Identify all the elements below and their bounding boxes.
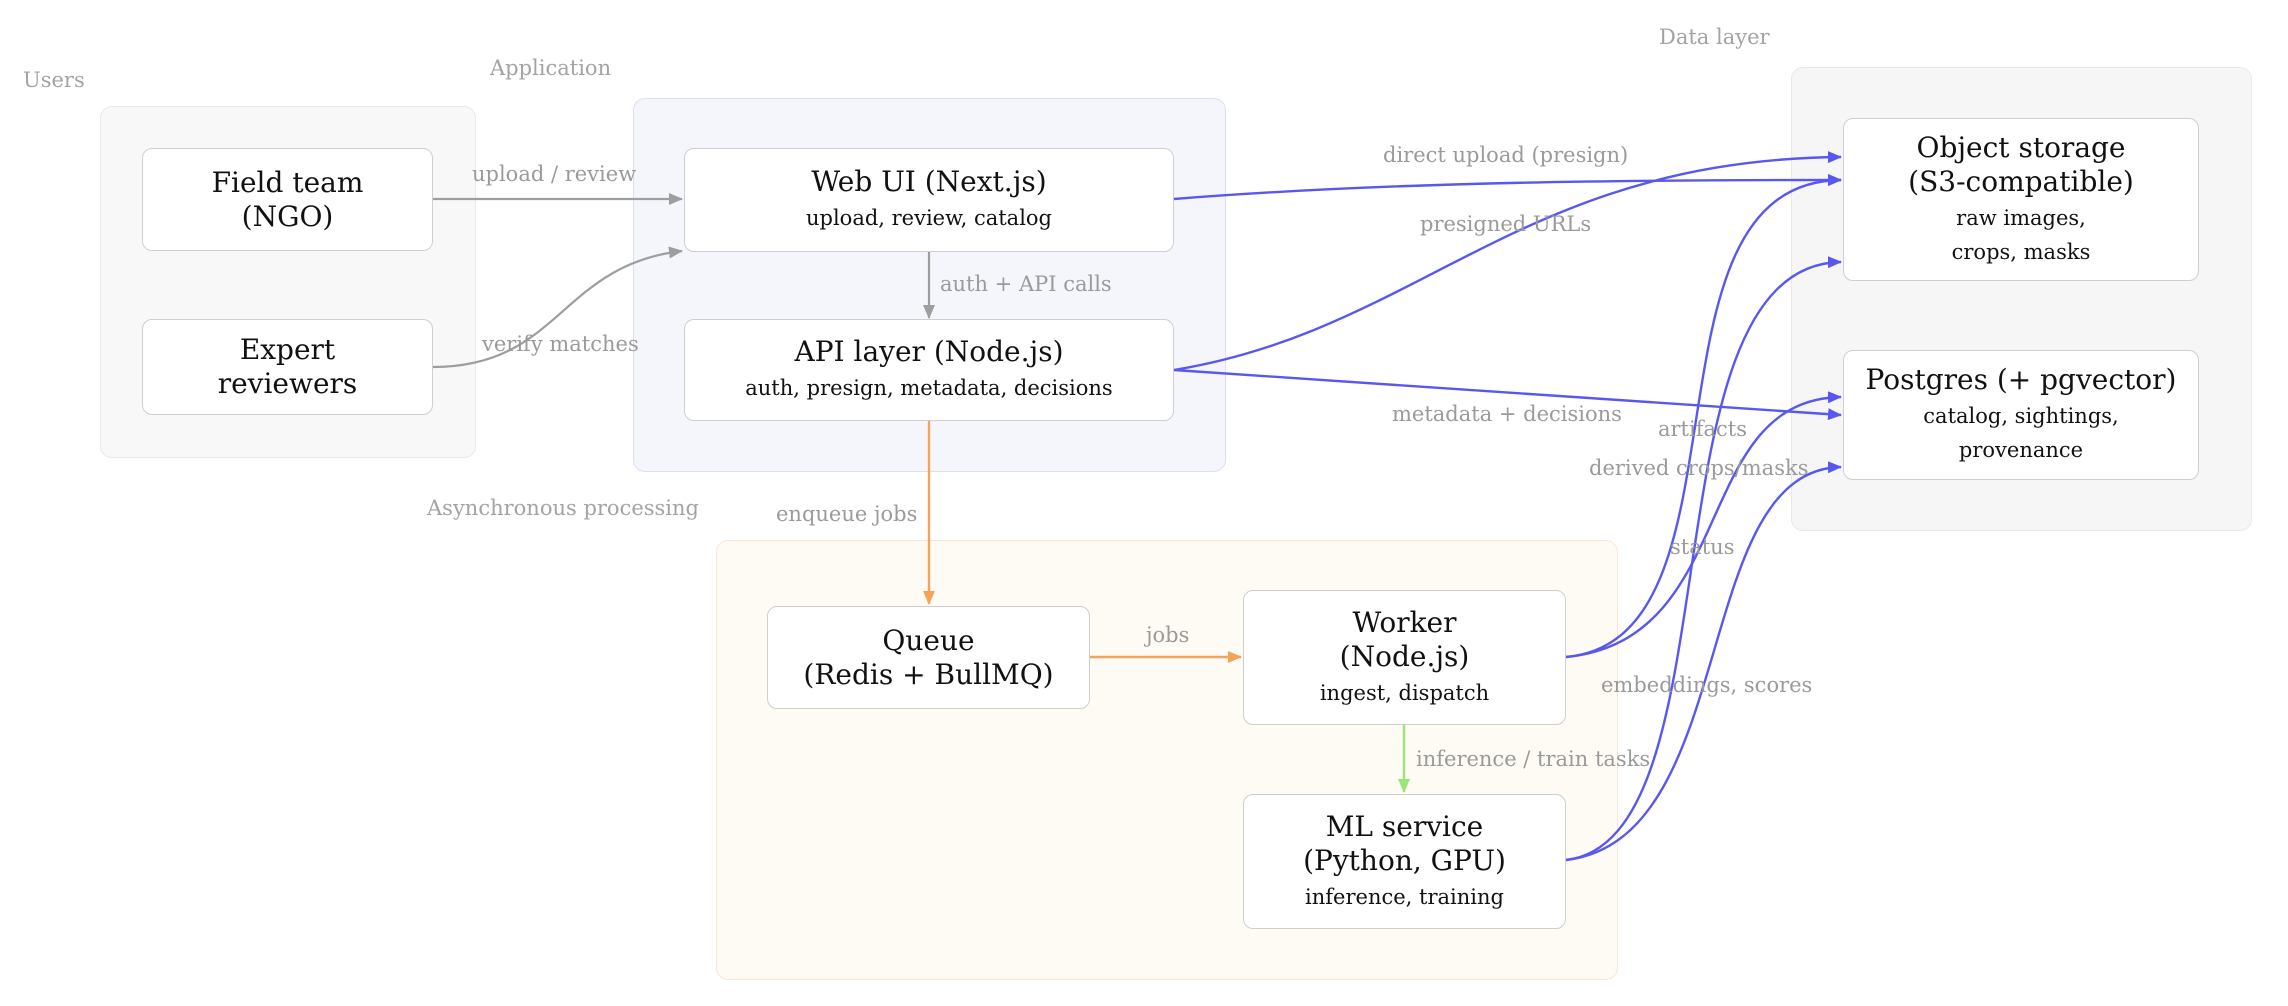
worker-title-line2: (Node.js) [1339, 639, 1470, 673]
object-storage-title-line2: (S3-compatible) [1908, 164, 2134, 198]
edge-label-presigned-urls: presigned URLs [1420, 212, 1592, 236]
object-storage-subtitle-line2: crops, masks [1951, 239, 2091, 264]
edge-direct-upload [1173, 174, 1842, 201]
ml-service-title-line1: ML service [1325, 809, 1484, 843]
worker-title-line1: Worker [1352, 605, 1457, 639]
web-ui-node: Web UI (Next.js) upload, review, catalog [684, 148, 1174, 252]
postgres-node: Postgres (+ pgvector) catalog, sightings… [1843, 350, 2199, 480]
edge-label-artifacts: artifacts [1658, 417, 1747, 441]
postgres-title: Postgres (+ pgvector) [1865, 363, 2177, 396]
api-layer-subtitle: auth, presign, metadata, decisions [745, 376, 1113, 400]
edge-label-verify-matches: verify matches [482, 332, 639, 356]
web-ui-title: Web UI (Next.js) [811, 165, 1047, 198]
field-team-title-line2: (NGO) [241, 199, 334, 233]
postgres-subtitle-line1: catalog, sightings, [1923, 404, 2119, 428]
edge-label-metadata-decisions: metadata + decisions [1392, 402, 1622, 426]
field-team-title-line1: Field team [211, 165, 364, 199]
expert-reviewers-title-line2: reviewers [217, 367, 358, 400]
object-storage-title-line1: Object storage [1916, 130, 2126, 164]
field-team-node: Field team (NGO) [142, 148, 433, 251]
postgres-subtitle-line2: provenance [1958, 438, 2084, 462]
api-layer-title: API layer (Node.js) [794, 335, 1064, 368]
queue-title-line2: (Redis + BullMQ) [803, 657, 1054, 691]
edge-label-derived-crops: derived crops/masks [1589, 456, 1809, 480]
object-storage-node: Object storage (S3-compatible) raw image… [1843, 118, 2199, 281]
web-ui-subtitle: upload, review, catalog [806, 206, 1052, 230]
object-storage-subtitle-line1: raw images, [1956, 205, 2086, 230]
edge-label-auth-api: auth + API calls [940, 272, 1112, 296]
api-layer-node: API layer (Node.js) auth, presign, metad… [684, 319, 1174, 421]
queue-node: Queue (Redis + BullMQ) [767, 606, 1090, 709]
expert-reviewers-title-line1: Expert [239, 333, 336, 366]
edge-label-upload-review: upload / review [472, 162, 637, 186]
edge-label-enqueue-jobs: enqueue jobs [776, 502, 918, 526]
expert-reviewers-node: Expert reviewers [142, 319, 433, 415]
queue-title-line1: Queue [882, 623, 975, 657]
ml-service-subtitle: inference, training [1305, 884, 1504, 909]
users-group-label: Users [23, 68, 85, 92]
worker-subtitle: ingest, dispatch [1319, 680, 1490, 705]
edge-label-status: status [1670, 535, 1735, 559]
ml-service-title-line2: (Python, GPU) [1303, 843, 1506, 877]
ml-service-node: ML service (Python, GPU) inference, trai… [1243, 794, 1566, 929]
edge-label-embeddings-scores: embeddings, scores [1601, 673, 1813, 697]
edge-presigned-urls [1173, 151, 1842, 372]
async-group-label: Asynchronous processing [427, 496, 699, 520]
worker-node: Worker (Node.js) ingest, dispatch [1243, 590, 1566, 725]
edge-label-jobs: jobs [1146, 623, 1190, 647]
edge-label-direct-upload: direct upload (presign) [1383, 143, 1629, 167]
edge-label-inference-train: inference / train tasks [1416, 747, 1651, 771]
data-layer-group-label: Data layer [1659, 25, 1770, 49]
application-group-label: Application [490, 56, 612, 80]
